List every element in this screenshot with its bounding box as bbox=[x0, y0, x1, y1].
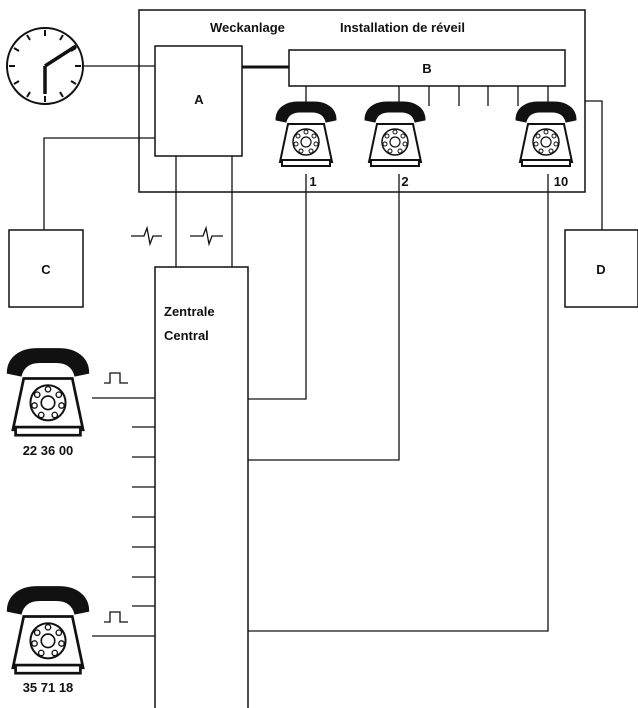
extension-1-line bbox=[248, 174, 307, 400]
box-d bbox=[564, 229, 638, 308]
box-d-label: D bbox=[596, 262, 605, 277]
zentrale-box bbox=[154, 266, 249, 708]
central-label-de: Zentrale bbox=[164, 304, 215, 319]
extension-1-label: 1 bbox=[309, 174, 316, 189]
box-b-label: B bbox=[422, 61, 431, 76]
clock-icon bbox=[6, 27, 84, 105]
box-c bbox=[8, 229, 84, 308]
a-to-c-line bbox=[43, 137, 155, 230]
extension-10-line bbox=[248, 174, 549, 632]
central-label-fr: Central bbox=[164, 328, 209, 343]
box-a bbox=[154, 45, 243, 157]
extension-10-telephone-icon bbox=[515, 101, 577, 167]
box-b bbox=[288, 49, 566, 87]
subscriber-2-telephone-icon bbox=[6, 585, 90, 675]
subscriber-line-ticks bbox=[132, 426, 155, 607]
subscriber-2-number: 35 71 18 bbox=[23, 680, 74, 695]
installation-title-fr: Installation de réveil bbox=[340, 20, 465, 35]
extension-2-label: 2 bbox=[401, 174, 408, 189]
installation-to-d-line bbox=[585, 100, 603, 230]
spike-signal-icon bbox=[190, 225, 223, 247]
extension-1-telephone-icon bbox=[275, 101, 337, 167]
pulse-signal-icon bbox=[104, 611, 128, 623]
subscriber-1-telephone-icon bbox=[6, 347, 90, 437]
installation-title-de: Weckanlage bbox=[210, 20, 285, 35]
box-a-label: A bbox=[194, 92, 204, 107]
subscriber-1-number: 22 36 00 bbox=[23, 443, 74, 458]
pulse-signal-icon bbox=[104, 372, 128, 384]
spike-signal-icon bbox=[131, 225, 162, 247]
extension-10-label: 10 bbox=[554, 174, 568, 189]
extension-2-telephone-icon bbox=[364, 101, 426, 167]
extension-2-line bbox=[248, 174, 400, 461]
box-c-label: C bbox=[41, 262, 51, 277]
